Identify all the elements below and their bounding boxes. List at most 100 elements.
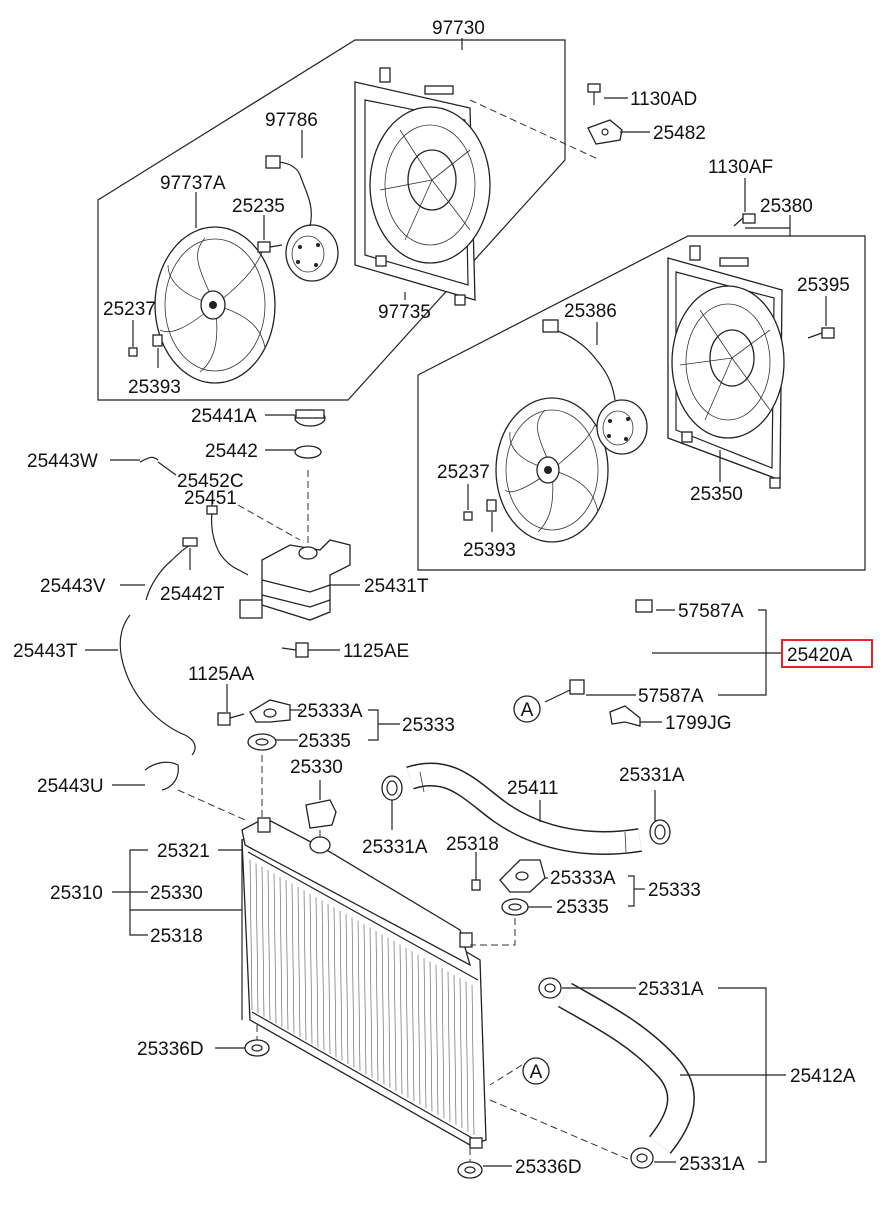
radiator-core-fins	[249, 859, 475, 1136]
label-25331A-c: 25331A	[638, 979, 704, 1000]
radiator-fin	[465, 981, 469, 1132]
clip-25393-right	[486, 499, 497, 512]
cap-25330-top	[305, 799, 337, 829]
label-25235: 25235	[232, 196, 285, 217]
label-1125AE: 1125AE	[343, 641, 409, 662]
bolt-1130AD	[587, 83, 601, 105]
radiator-fin	[405, 947, 409, 1098]
radiator-fin	[471, 984, 475, 1136]
radiator-fin	[441, 968, 445, 1119]
label-57587A-top: 57587A	[678, 601, 744, 622]
radiator-fin	[363, 924, 367, 1075]
hose-25443U	[144, 761, 179, 791]
label-25441A: 25441A	[191, 406, 257, 427]
label-25331A-b: 25331A	[362, 837, 428, 858]
clamp-57587A-top	[635, 599, 653, 613]
hose-25412A	[558, 982, 695, 1154]
radiator-fin	[255, 863, 259, 1014]
label-25443V: 25443V	[40, 576, 106, 597]
bracket-25333A-bottom	[499, 859, 546, 893]
reservoir-tank-25431T	[239, 539, 351, 621]
radiator-fin	[351, 917, 355, 1068]
radiator-fin	[249, 859, 253, 1011]
label-25331A-a: 25331A	[619, 765, 685, 786]
label-25443W: 25443W	[27, 451, 98, 472]
radiator-fin	[411, 951, 415, 1102]
label-1130AD: 1130AD	[630, 89, 697, 110]
hose-25443W	[139, 456, 159, 463]
radiator-fin	[321, 900, 325, 1051]
label-1130AF: 1130AF	[708, 157, 773, 178]
svg-text:A: A	[530, 1062, 543, 1083]
label-25393-right: 25393	[463, 540, 516, 561]
radiator-fin	[285, 880, 289, 1031]
label-25386: 25386	[564, 301, 617, 322]
radiator-fin	[345, 914, 349, 1065]
sensor-25318	[471, 870, 481, 891]
label-25330-left: 25330	[150, 883, 203, 904]
label-25336D-bottom: 25336D	[515, 1157, 582, 1178]
label-25333-bottom: 25333	[648, 880, 701, 901]
radiator-fin	[297, 887, 301, 1038]
label-25412A: 25412A	[790, 1066, 856, 1087]
bolt-1130AF	[733, 213, 756, 227]
radiator-fin	[291, 883, 295, 1034]
label-25442: 25442	[205, 441, 258, 462]
label-25336D-left: 25336D	[137, 1039, 204, 1060]
radiator-25310	[241, 817, 487, 1149]
svg-text:A: A	[521, 700, 534, 721]
label-25237-right: 25237	[437, 462, 490, 483]
callout-a-upper: A	[513, 695, 541, 723]
hose-25443T	[119, 614, 196, 756]
radiator-fin	[423, 957, 427, 1108]
radiator-fin	[327, 903, 331, 1054]
label-25335-bottom: 25335	[556, 897, 609, 918]
radiator-fin	[447, 971, 451, 1122]
hose-25443V	[145, 537, 198, 601]
bushing-25335-top	[247, 733, 277, 751]
fan-assembly-group-left	[97, 39, 601, 401]
label-25237-left: 25237	[103, 299, 156, 320]
radiator-fin	[435, 964, 439, 1115]
radiator-fin	[393, 941, 397, 1092]
radiator-fin	[309, 893, 313, 1044]
part-labels: 97730 97786 97737A 25235 25237 25393 977…	[13, 18, 856, 1178]
label-25330-top: 25330	[290, 757, 343, 778]
callout-a-lower: A	[522, 1057, 550, 1085]
label-25393-left: 25393	[128, 377, 181, 398]
radiator-fin	[357, 920, 361, 1071]
label-1799JG: 1799JG	[665, 713, 732, 734]
bracket-25482	[587, 119, 623, 145]
radiator-fin	[459, 978, 463, 1129]
label-25318-left: 25318	[150, 926, 203, 947]
label-25318-right: 25318	[446, 834, 499, 855]
label-25331A-d: 25331A	[679, 1154, 745, 1175]
clamp-25331A-lower-top	[538, 977, 562, 999]
mount-25336D-left	[244, 1039, 270, 1057]
radiator-fin	[417, 954, 421, 1105]
seal-25442	[294, 445, 322, 459]
bolt-1125AA	[217, 712, 245, 726]
shroud-97735	[354, 67, 491, 306]
label-25443U: 25443U	[37, 776, 104, 797]
radiator-fin	[267, 870, 271, 1021]
label-1125AA: 1125AA	[188, 664, 255, 685]
hose-25420A	[569, 599, 654, 695]
label-57587A-bottom: 57587A	[638, 686, 704, 707]
radiator-fin	[339, 910, 343, 1061]
bolt-1125AE	[281, 642, 309, 658]
clamp-25331A-right	[649, 819, 671, 845]
radiator-fin	[429, 961, 433, 1112]
label-97737A: 97737A	[160, 173, 226, 194]
bracket-25333A-top	[249, 699, 291, 723]
fan-assembly-group-right	[417, 235, 866, 571]
label-25333A-top: 25333A	[297, 701, 363, 722]
clamp-57587A-bottom	[569, 679, 585, 695]
fan-blade-left	[154, 226, 276, 384]
clamp-25331A-lower-bottom	[630, 1147, 654, 1169]
label-25395: 25395	[797, 275, 850, 296]
label-25443T: 25443T	[13, 641, 78, 662]
clamp-25331A-left	[381, 775, 403, 801]
label-25451: 25451	[184, 488, 237, 509]
